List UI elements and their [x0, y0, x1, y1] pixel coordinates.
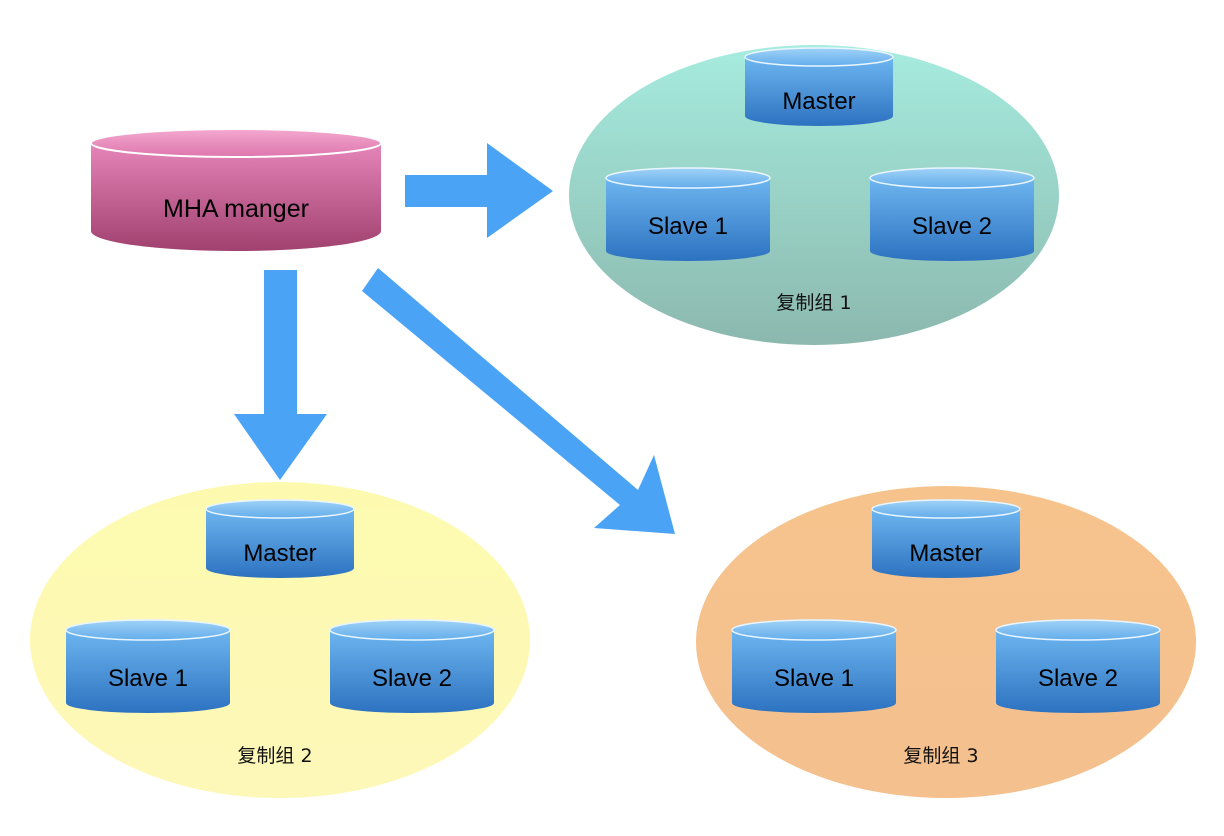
group-2-slave-2-label: Slave 2	[372, 665, 452, 692]
group-2-label: 复制组 2	[237, 745, 312, 767]
group-2-slave-2: Slave 2	[329, 619, 495, 713]
group-1-slave-2: Slave 2	[869, 167, 1035, 261]
arrow-to-group-3	[362, 268, 675, 534]
mha-manager-node: MHA manger	[90, 128, 382, 251]
arrow-to-group-2	[234, 270, 327, 480]
arrow-to-group-1	[405, 143, 553, 238]
group-1: Master Slave 1 Slave 2 复制组 1	[605, 47, 1035, 314]
group-3-master-label: Master	[909, 540, 982, 567]
group-2: Master Slave 1 Slave 2 复制组 2	[65, 499, 495, 767]
group-3: Master Slave 1 Slave 2 复制组 3	[731, 499, 1161, 767]
arrows	[234, 143, 675, 534]
group-2-ellipse	[30, 482, 530, 798]
group-3-slave-1: Slave 1	[731, 619, 897, 713]
mha-manager-label: MHA manger	[163, 195, 309, 223]
group-3-label: 复制组 3	[903, 745, 978, 767]
group-3-ellipse	[696, 486, 1196, 798]
group-2-slave-1: Slave 1	[65, 619, 231, 713]
group-1-slave-1-label: Slave 1	[648, 213, 728, 240]
group-3-slave-2: Slave 2	[995, 619, 1161, 713]
group-1-master: Master	[744, 47, 894, 126]
group-2-master-label: Master	[243, 540, 316, 567]
group-3-slave-1-label: Slave 1	[774, 665, 854, 692]
group-2-master: Master	[205, 499, 355, 578]
group-1-ellipse	[569, 45, 1059, 345]
group-1-slave-1: Slave 1	[605, 167, 771, 261]
group-1-slave-2-label: Slave 2	[912, 213, 992, 240]
group-3-slave-2-label: Slave 2	[1038, 665, 1118, 692]
group-3-master: Master	[871, 499, 1021, 578]
group-1-master-label: Master	[782, 88, 855, 115]
group-2-slave-1-label: Slave 1	[108, 665, 188, 692]
group-1-label: 复制组 1	[776, 292, 851, 314]
